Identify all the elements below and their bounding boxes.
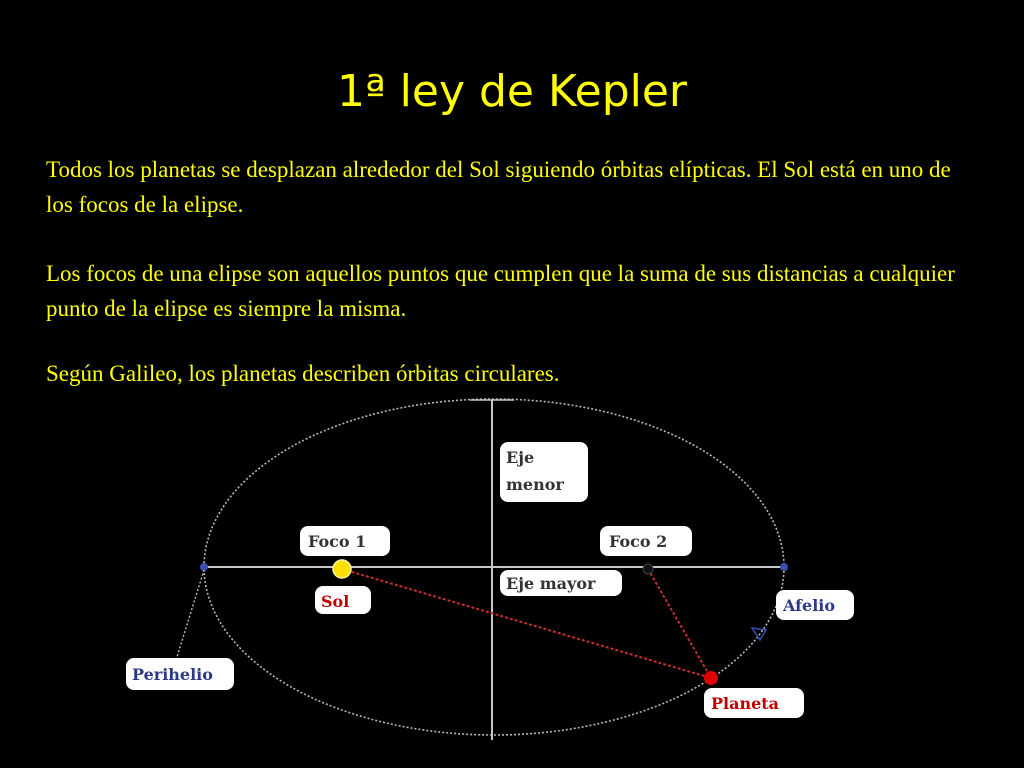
perihelion-point (200, 563, 208, 571)
label-focus2: Foco 2 (600, 526, 692, 556)
focus2-point (642, 563, 654, 575)
aphelion-point (780, 563, 788, 571)
label-focus1-text: Foco 1 (308, 532, 366, 551)
focus2-planet-line (647, 568, 712, 679)
label-major-axis-text: Eje mayor (506, 574, 596, 593)
paragraph-galileo: Según Galileo, los planetas describen ór… (46, 361, 560, 386)
label-aphelion-text: Afelio (782, 596, 835, 615)
label-focus2-text: Foco 2 (609, 532, 667, 551)
perihelion-leader (175, 569, 205, 661)
label-sun-text: Sol (321, 592, 349, 611)
paragraph-orbits: Todos los planetas se desplazan alrededo… (46, 157, 951, 217)
label-minor-axis-line1: Eje (506, 448, 534, 467)
sun-icon (332, 559, 352, 579)
label-planet-text: Planeta (711, 694, 779, 713)
orbit-direction-arrow-icon (750, 627, 768, 642)
label-minor-axis-line2: menor (506, 475, 564, 494)
label-focus1: Foco 1 (300, 526, 390, 556)
label-aphelion: Afelio (776, 590, 854, 620)
label-sun: Sol (315, 586, 371, 614)
label-planet: Planeta (704, 688, 804, 718)
label-minor-axis: Eje menor (500, 442, 588, 502)
slide-title: 1ª ley de Kepler (336, 66, 688, 117)
planet-icon (704, 671, 718, 685)
label-perihelion-text: Perihelio (132, 665, 213, 684)
label-major-axis: Eje mayor (500, 570, 622, 596)
label-perihelion: Perihelio (126, 658, 234, 690)
sun-planet-line (341, 568, 712, 679)
paragraph-foci: Los focos de una elipse son aquellos pun… (46, 261, 955, 321)
